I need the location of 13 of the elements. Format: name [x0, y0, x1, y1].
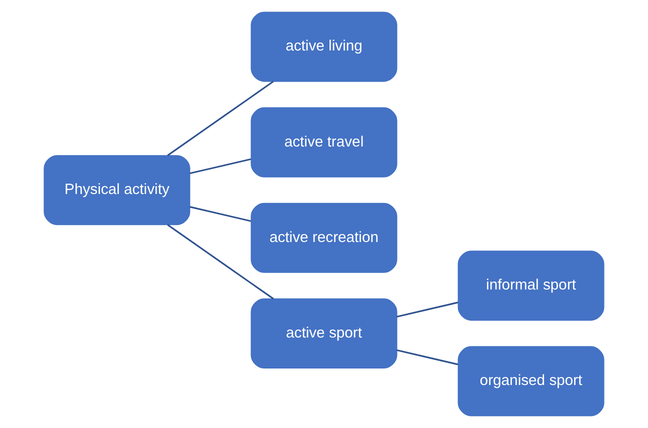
- connector: [190, 158, 252, 174]
- connector: [396, 349, 458, 366]
- node-box: informal sport: [458, 250, 604, 321]
- connector: [396, 302, 458, 318]
- node-box: Physical activity: [44, 155, 190, 226]
- node-box: active travel: [250, 107, 398, 178]
- connector: [190, 206, 252, 222]
- connector: [167, 224, 274, 300]
- node-box: active recreation: [250, 202, 398, 273]
- node-box: active sport: [250, 298, 398, 368]
- connector: [167, 80, 274, 156]
- node-box: active living: [250, 12, 398, 82]
- node-box: organised sport: [458, 346, 604, 416]
